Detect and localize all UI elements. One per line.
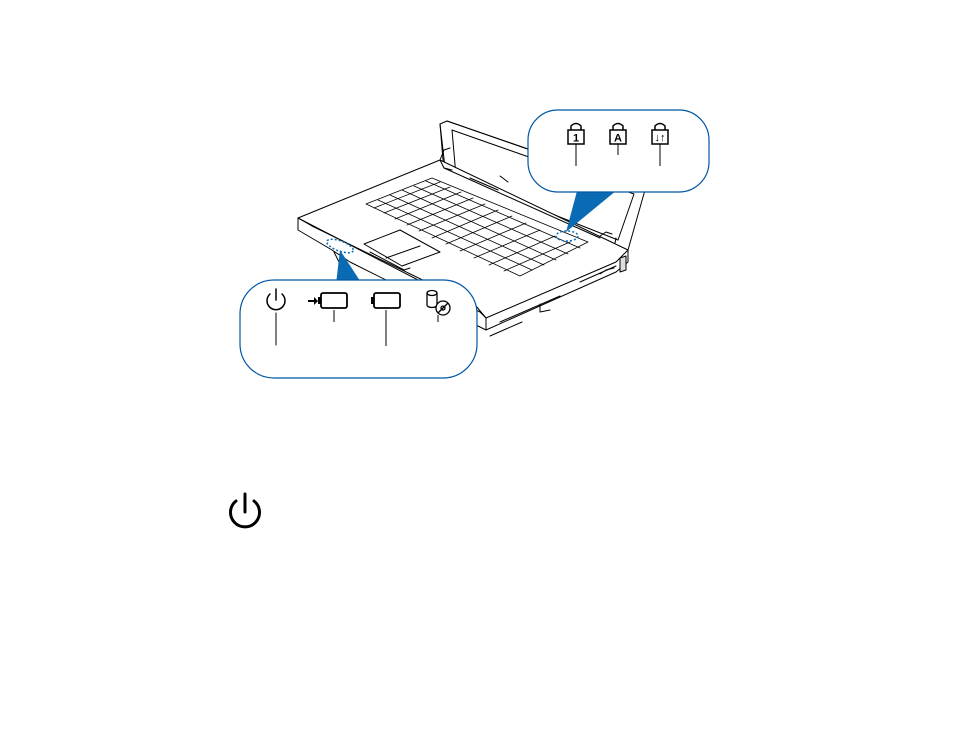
power-icon-large: [231, 494, 260, 527]
svg-text:↓↑: ↓↑: [655, 132, 666, 144]
svg-text:A: A: [614, 133, 622, 145]
svg-text:1: 1: [573, 133, 579, 145]
callout-pointer-bottom: [336, 250, 362, 284]
